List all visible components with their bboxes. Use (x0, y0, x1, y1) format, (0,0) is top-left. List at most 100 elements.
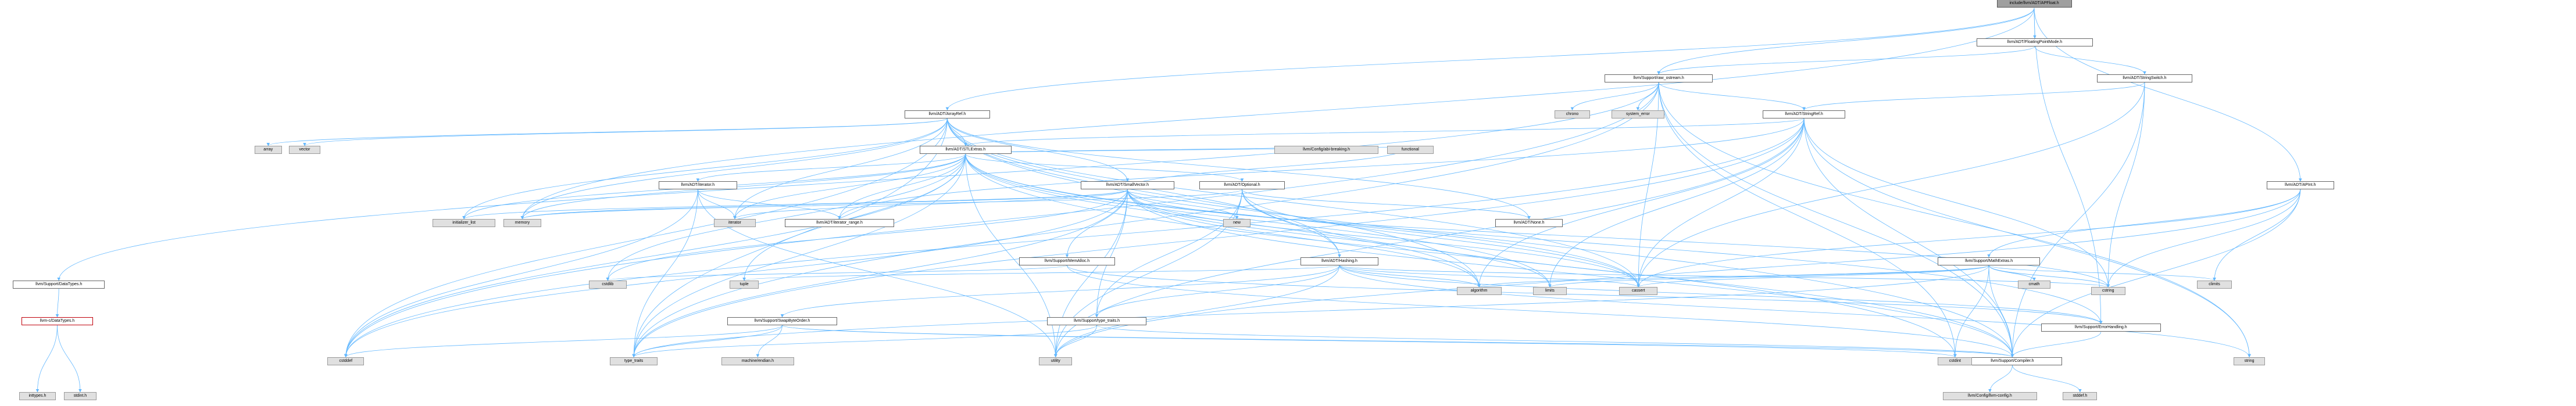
node-initlist: initializer_list (433, 219, 495, 227)
edge-stlextras-cassert (965, 153, 1640, 288)
edge-arrayref-memory (520, 118, 948, 220)
node-label: utility (1051, 358, 1060, 363)
node-array: array (254, 145, 282, 154)
node-label: memory (515, 221, 530, 225)
node-stddef: stddef.h (2063, 391, 2098, 400)
edge-apint-climits (2213, 189, 2301, 281)
node-cmath: cmath (2018, 281, 2050, 289)
node-llvmconfig: llvm/Config/llvm-config.h (1943, 391, 2037, 400)
node-stlextras[interactable]: llvm/ADT/STLExtras.h (919, 145, 1012, 154)
edge-smallvec-new (1127, 189, 1239, 220)
node-cstddef: cstddef (327, 357, 365, 365)
node-iterator[interactable]: llvm/ADT/iterator.h (659, 181, 737, 190)
edge-stringref-stdtypetraits (632, 118, 1805, 358)
edge-fpm-raw (1657, 46, 2035, 75)
edge-smallvec-limits (1127, 189, 1552, 288)
edge-compiler-stddef (2012, 365, 2082, 393)
edge-mathextras-cstdint (1953, 265, 1989, 358)
edge-apint-cstring (2106, 189, 2301, 288)
node-stringref[interactable]: llvm/ADT/StringRef.h (1763, 110, 1845, 118)
node-label: llvm/Support/MathExtras.h (1965, 258, 2013, 263)
node-hashing[interactable]: llvm/ADT/Hashing.h (1300, 257, 1379, 265)
node-label: cstdint (1949, 358, 1961, 363)
edge-typetraits-compiler (1096, 325, 2014, 358)
edge-smallvec-memalloc (1065, 189, 1128, 258)
node-optional[interactable]: llvm/ADT/Optional.h (1199, 181, 1285, 190)
node-label: limits (1545, 289, 1555, 293)
edge-arrayref-compiler (947, 118, 2014, 358)
node-typetraits[interactable]: llvm/Support/type_traits.h (1047, 317, 1146, 326)
node-stdint: stdint.h (64, 391, 97, 400)
edge-arrayref-none (947, 118, 1531, 220)
edge-smallvec-utility (1053, 189, 1128, 358)
edge-sswitch-cstring (2106, 82, 2145, 288)
node-label: climits (2209, 282, 2220, 286)
node-compiler[interactable]: llvm/Support/Compiler.h (1963, 357, 2062, 365)
edge-swapbyte-cstddef (344, 325, 783, 358)
edge-typetraits-stdtypetraits (632, 325, 1097, 358)
edge-raw-stringref (1658, 82, 1806, 111)
edge-swapbyte-stdtypetraits (632, 325, 783, 358)
node-raw[interactable]: llvm/Support/raw_ostream.h (1604, 74, 1713, 82)
node-fpm[interactable]: llvm/ADT/FloatingPointMode.h (1976, 38, 2093, 46)
node-none[interactable]: llvm/ADT/None.h (1495, 219, 1563, 227)
node-new: new (1223, 219, 1251, 227)
edge-memalloc-cstdlib (606, 265, 1067, 281)
edge-smallvec-cassert (1127, 189, 1640, 288)
edge-mathextras-cstring (1988, 265, 2110, 288)
node-swapbyte[interactable]: llvm/Support/SwapByteOrder.h (727, 317, 837, 326)
edge-memalloc-errhandling (1067, 265, 2103, 325)
edge-iterator-iterrange (697, 189, 841, 220)
node-label: llvm/ADT/StringSwitch.h (2123, 76, 2167, 80)
node-smallvec[interactable]: llvm/ADT/SmallVector.h (1080, 181, 1175, 190)
edge-stlextras-optional (965, 153, 1244, 182)
edge-stlextras-errhandling (965, 153, 2103, 325)
edge-smallvec-cstring (1127, 189, 2110, 288)
node-utility: utility (1039, 357, 1073, 365)
node-label: machine/endian.h (741, 358, 774, 363)
edge-compiler-llvmconfig (1988, 365, 2013, 393)
edge-arrayref-vector (303, 118, 948, 146)
node-mathextras[interactable]: llvm/Support/MathExtras.h (1938, 257, 2040, 265)
node-memory: memory (503, 219, 541, 227)
edge-stlextras-cstdint (965, 153, 1957, 358)
node-limits: limits (1533, 287, 1567, 296)
node-apint[interactable]: llvm/ADT/APInt.h (2266, 181, 2335, 190)
edge-stlextras-stdtypetraits (632, 153, 966, 358)
node-label: initializer_list (452, 221, 476, 225)
node-chrono: chrono (1554, 110, 1590, 118)
node-errhandling[interactable]: llvm/Support/ErrorHandling.h (2041, 324, 2161, 332)
node-cdatatypes[interactable]: llvm-c/DataTypes.h (21, 317, 94, 326)
node-abibreak: llvm/Config/abi-breaking.h (1274, 145, 1379, 154)
edge-mathextras-algorithm (1477, 265, 1989, 288)
node-label: llvm/Support/DataTypes.h (35, 282, 83, 286)
edge-root-apint (2034, 8, 2302, 182)
node-memalloc[interactable]: llvm/Support/MemAlloc.h (1019, 257, 1115, 265)
node-label: llvm/Support/MemAlloc.h (1044, 258, 1090, 263)
edge-raw-stdtypetraits (632, 82, 1659, 358)
node-label: llvm/ADT/StringRef.h (1785, 112, 1823, 116)
edge-smallvec-cstdlib (606, 189, 1128, 281)
node-root[interactable]: include/llvm/ADT/APFloat.h (1996, 0, 2072, 8)
node-label: llvm/ADT/Optional.h (1224, 183, 1260, 188)
node-label: llvm/ADT/FloatingPointMode.h (2007, 39, 2063, 44)
edge-raw-cstdint (1658, 82, 1957, 358)
node-label: llvm/Support/ErrorHandling.h (2074, 325, 2127, 330)
edge-hashing-utility (1054, 265, 1340, 358)
node-sswitch[interactable]: llvm/ADT/StringSwitch.h (2096, 74, 2193, 82)
edge-smallvec-algorithm (1127, 189, 1481, 288)
edge-datatypes-cdatatypes (55, 289, 59, 318)
node-datatypes[interactable]: llvm/Support/DataTypes.h (13, 281, 105, 289)
node-arrayref[interactable]: llvm/ADT/ArrayRef.h (904, 110, 990, 118)
edge-apint-mathextras (1987, 189, 2301, 258)
node-label: llvm/ADT/Hashing.h (1321, 258, 1357, 263)
node-machendian: machine/endian.h (721, 357, 795, 365)
edge-swapbyte-compiler (782, 325, 2014, 358)
node-label: new (1233, 221, 1241, 225)
edge-smallvec-iteratorstd (733, 189, 1128, 220)
node-label: llvm/ADT/SmallVector.h (1106, 183, 1149, 188)
edge-root-raw (1657, 8, 2035, 75)
edge-hashing-string (1339, 265, 2251, 358)
node-iterrange[interactable]: llvm/ADT/iterator_range.h (784, 219, 895, 227)
